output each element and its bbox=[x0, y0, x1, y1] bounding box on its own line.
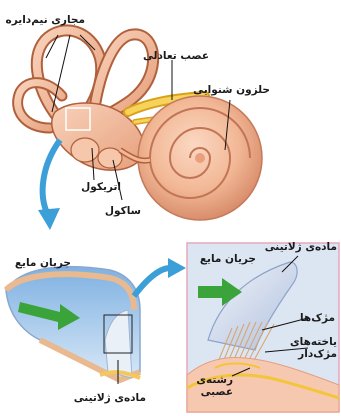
label-nerve-fibers-line1: رشته‌ی bbox=[196, 374, 233, 386]
zoom-pointer-arrowhead-2 bbox=[168, 258, 186, 278]
label-nerve-fibers: رشته‌ی عصبی bbox=[196, 374, 233, 398]
label-utricle: اتریکول bbox=[81, 181, 121, 193]
label-gelatinous-left: ماده‌ی ژلاتینی bbox=[74, 392, 146, 404]
label-gelatinous-right: ماده‌ی ژلاتینی bbox=[265, 241, 337, 253]
cochlea bbox=[138, 96, 262, 220]
label-nerve-fibers-line2: عصبی bbox=[196, 386, 233, 398]
zoom-pointer-arrowhead-1 bbox=[38, 208, 60, 230]
label-hair-cells-line2: مژک‌دار bbox=[290, 348, 337, 360]
zoom-pointer-arrow-2 bbox=[134, 268, 170, 296]
label-fluid-flow-right: جریان مایع bbox=[200, 253, 256, 265]
label-hair-cells-line1: یاخته‌های bbox=[290, 336, 337, 348]
utricle-shape bbox=[71, 138, 99, 162]
label-semicircular-canals: مجاری نیم‌دایره bbox=[6, 14, 85, 26]
label-fluid-flow-left: جریان مایع bbox=[15, 257, 71, 269]
label-saccule: ساکول bbox=[105, 205, 141, 217]
label-hair-cells: یاخته‌های مژک‌دار bbox=[290, 336, 337, 360]
label-vestibular-nerve: عصب تعادلی bbox=[143, 50, 209, 62]
canal-section bbox=[6, 267, 140, 380]
label-cochlea: حلزون شنوایی bbox=[193, 84, 270, 96]
inner-ear-illustration bbox=[18, 30, 262, 220]
label-cilia: مژک‌ها bbox=[300, 312, 335, 324]
saccule-shape bbox=[98, 148, 122, 168]
zoom-pointer-arrow-1 bbox=[43, 140, 60, 215]
